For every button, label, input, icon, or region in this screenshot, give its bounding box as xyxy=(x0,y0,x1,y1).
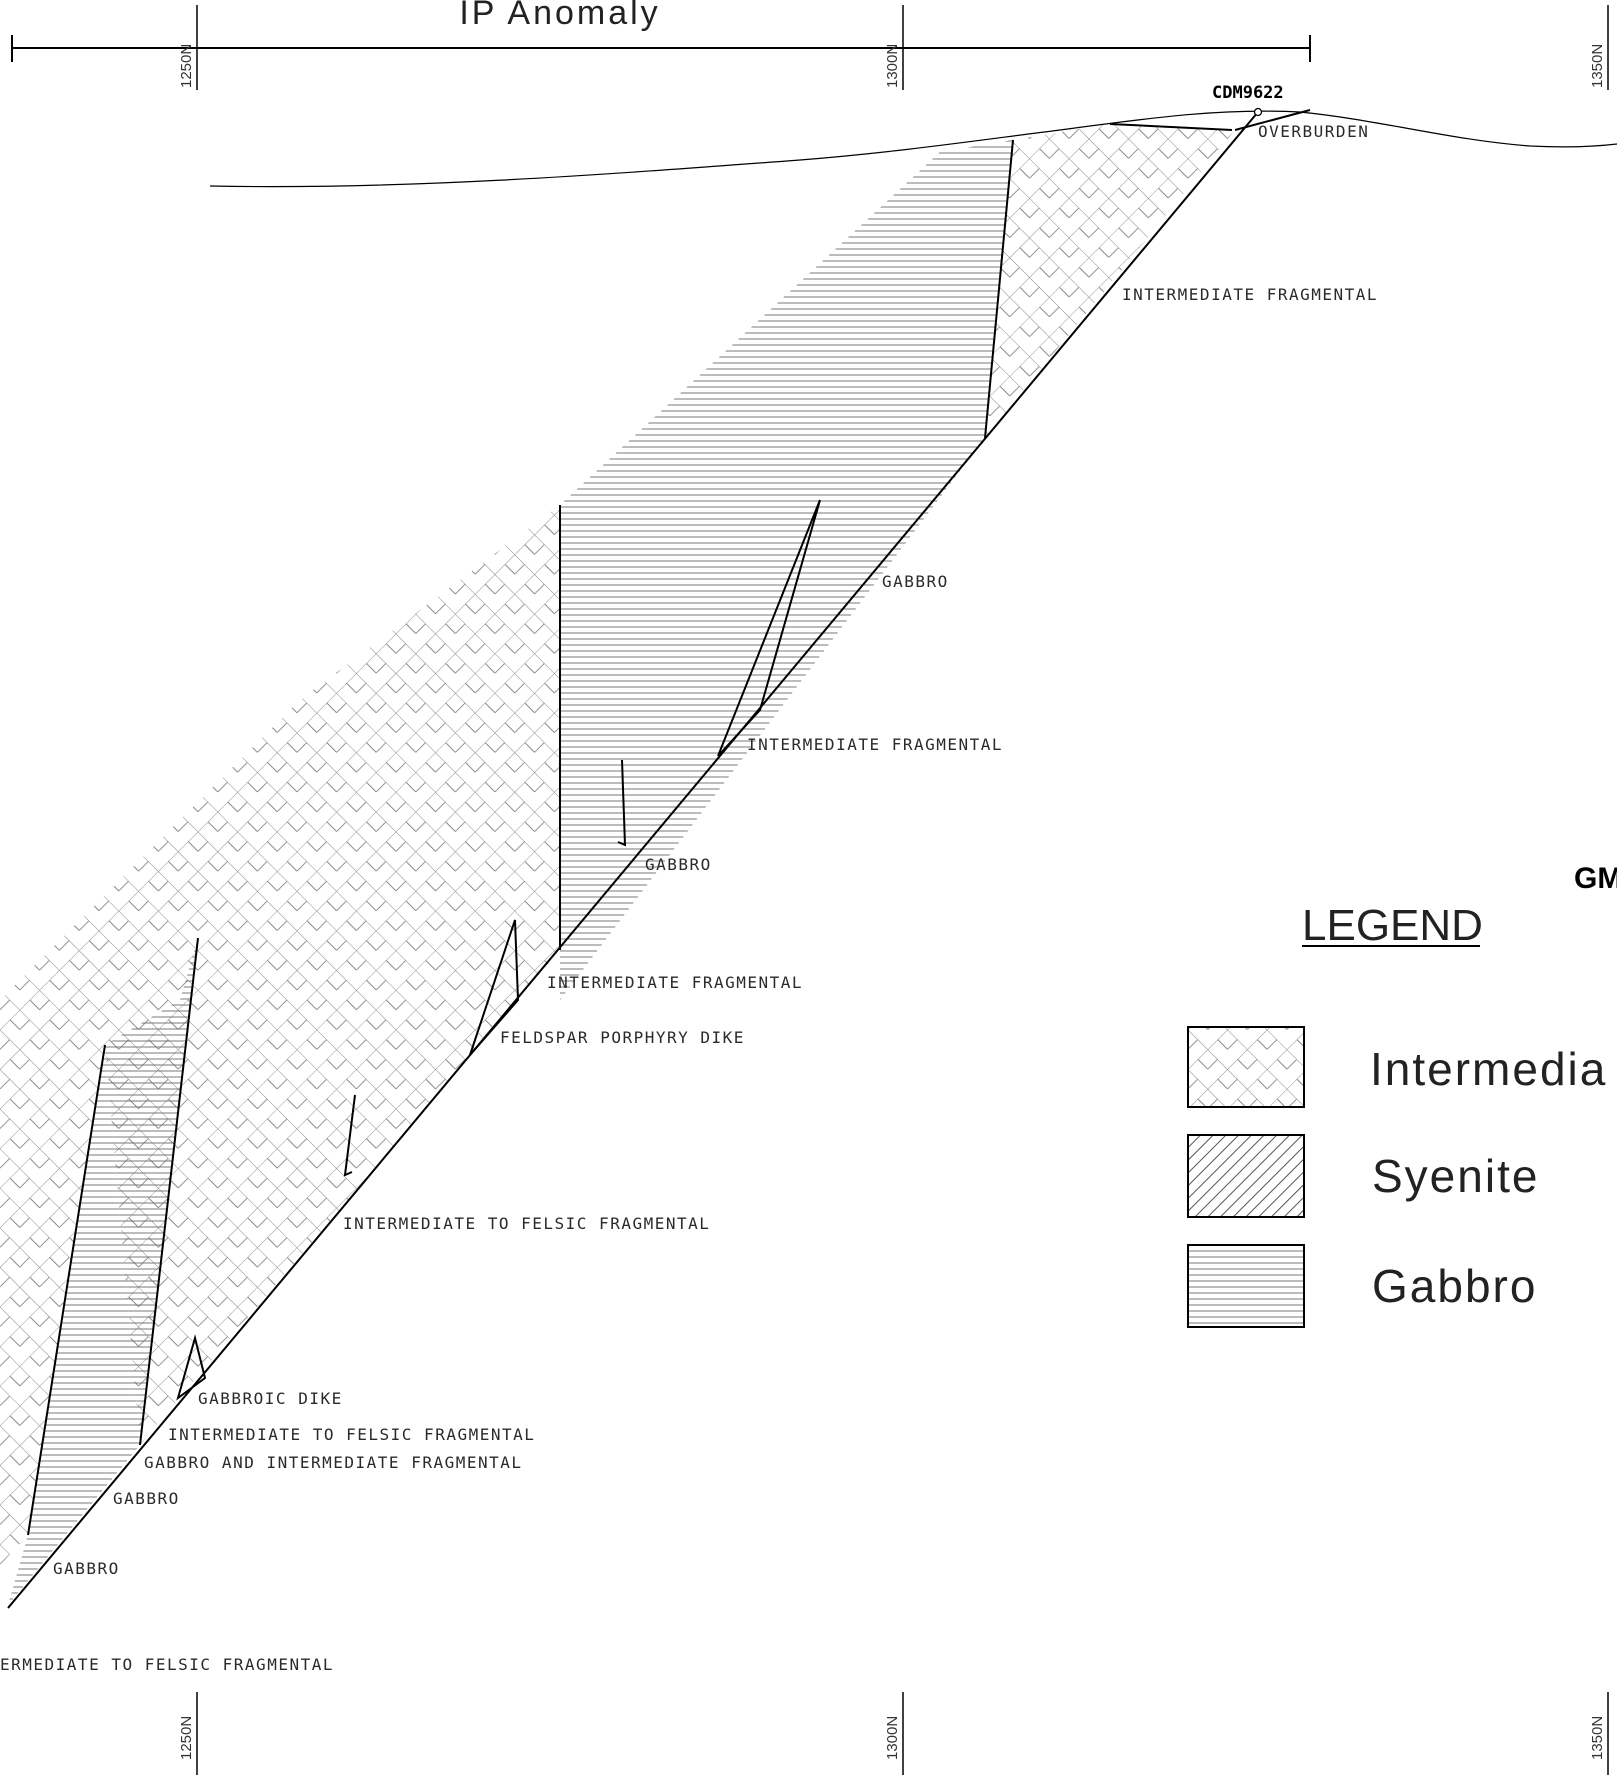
unit-gabbro-lowest xyxy=(8,1045,140,1605)
label-gabbro-2: GABBRO xyxy=(645,855,712,874)
label-int-felsic-frag-3: ERMEDIATE TO FELSIC FRAGMENTAL xyxy=(0,1655,334,1674)
label-overburden: OVERBURDEN xyxy=(1258,122,1369,141)
label-feldspar-porphyry-dike: FELDSPAR PORPHYRY DIKE xyxy=(500,1028,745,1047)
unit-intermediate-upper xyxy=(985,124,1235,438)
drillhole-id: CDM9622 xyxy=(1212,83,1284,103)
label-gabbroic-dike: GABBROIC DIKE xyxy=(198,1389,343,1408)
label-int-felsic-frag-1: INTERMEDIATE TO FELSIC FRAGMENTAL xyxy=(343,1214,710,1233)
drillhole-trace xyxy=(7,107,1263,1609)
tick-top-1300n: 1300N xyxy=(884,44,901,88)
tick-top-1350n: 1350N xyxy=(1589,44,1606,88)
legend: LEGEND Intermedia Syenite Gabbro xyxy=(1187,901,1607,1328)
legend-swatch-intermediate xyxy=(1187,1026,1305,1108)
label-int-felsic-frag-2: INTERMEDIATE TO FELSIC FRAGMENTAL xyxy=(168,1425,535,1444)
scale-bar xyxy=(11,5,1609,90)
legend-label-gabbro: Gabbro xyxy=(1372,1260,1537,1312)
unit-gabbro-upper xyxy=(560,140,1013,1000)
legend-label-syenite: Syenite xyxy=(1372,1150,1539,1202)
chart-title: IP Anomaly xyxy=(459,0,660,32)
legend-title: LEGEND xyxy=(1302,901,1483,950)
corner-text: GM xyxy=(1574,862,1617,895)
label-int-frag-1: INTERMEDIATE FRAGMENTAL xyxy=(1122,285,1378,304)
unit-gabbro-lower xyxy=(105,938,198,1445)
tick-bottom-1250n: 1250N xyxy=(178,1716,195,1760)
topography-line xyxy=(209,110,1617,188)
legend-swatch-gabbro xyxy=(1187,1244,1305,1328)
tick-bottom-1300n: 1300N xyxy=(884,1716,901,1760)
label-int-frag-2: INTERMEDIATE FRAGMENTAL xyxy=(747,735,1003,754)
label-gabbro-3: GABBRO xyxy=(113,1489,180,1508)
label-gabbro-int-frag: GABBRO AND INTERMEDIATE FRAGMENTAL xyxy=(144,1453,523,1472)
label-gabbro-1: GABBRO xyxy=(882,572,949,591)
label-gabbro-4: GABBRO xyxy=(53,1559,120,1578)
tick-top-1250n: 1250N xyxy=(178,44,195,88)
legend-swatch-syenite xyxy=(1187,1134,1305,1218)
label-int-frag-3: INTERMEDIATE FRAGMENTAL xyxy=(547,973,803,992)
tick-bottom-1350n: 1350N xyxy=(1589,1716,1606,1760)
unit-intermediate-lower xyxy=(0,1045,105,1565)
legend-label-intermediate: Intermedia xyxy=(1370,1043,1607,1095)
